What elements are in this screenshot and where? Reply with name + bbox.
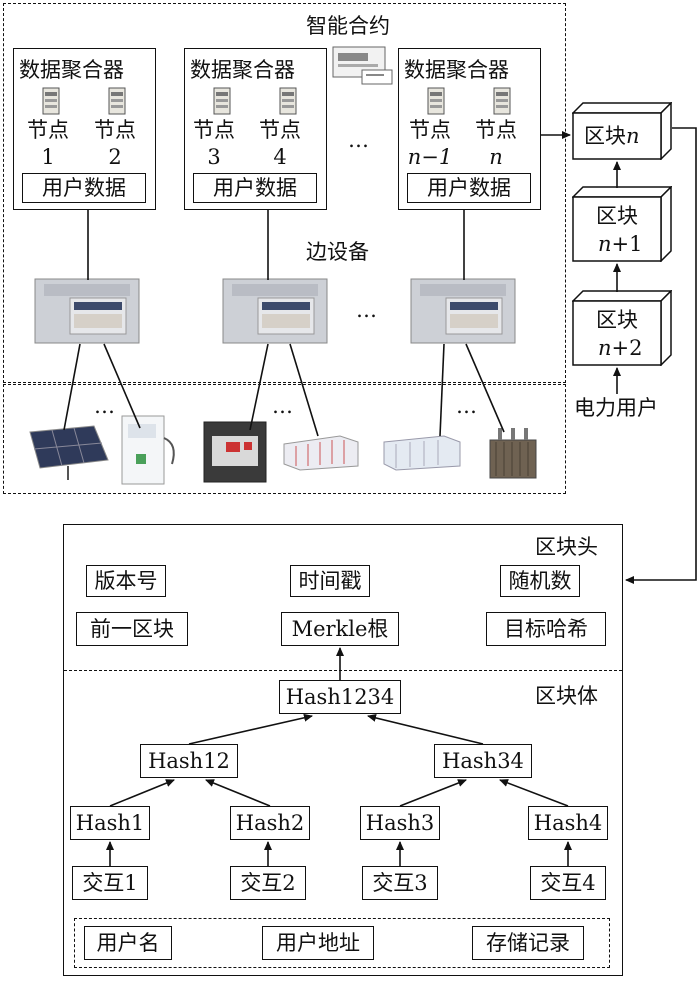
interaction-3: 交互3 <box>362 866 438 900</box>
hash-12: Hash12 <box>140 744 238 778</box>
solar-panel-icon <box>22 422 112 482</box>
node-label: 节点 <box>94 118 136 142</box>
power-user-label: 电力用户 <box>574 396 658 420</box>
smart-contract-region <box>3 3 566 383</box>
transformer-icon <box>484 426 542 482</box>
block-n: 区块n <box>572 102 672 160</box>
charging-pile-icon <box>118 414 182 486</box>
node-label: 节点 <box>27 118 69 142</box>
aggregator-2: 数据聚合器 节点 节点 3 4 用户数据 <box>184 48 327 210</box>
server-icon <box>106 86 128 116</box>
server-icon <box>425 86 447 116</box>
ellipsis: … <box>272 394 293 418</box>
block-body-title: 区块体 <box>535 684 598 708</box>
contract-document-icon <box>332 46 394 86</box>
block-label: 区块 <box>596 204 638 228</box>
record-username: 用户名 <box>84 926 172 960</box>
server-icon <box>40 86 62 116</box>
records-region <box>74 918 610 968</box>
server-icon <box>491 86 513 116</box>
node-number: 4 <box>273 145 287 169</box>
node-number: 3 <box>207 145 221 169</box>
circuit-breaker-icon <box>202 420 268 484</box>
server-icon <box>211 86 233 116</box>
hash-root: Hash1234 <box>279 680 401 714</box>
node-number: 2 <box>108 145 122 169</box>
node-label: 节点 <box>409 118 451 142</box>
header-field-timestamp: 时间戳 <box>290 565 370 597</box>
energy-storage-container-icon <box>382 432 462 472</box>
node-label: 节点 <box>193 118 235 142</box>
node-number: 1 <box>41 145 55 169</box>
block-suffix: +1 <box>611 232 643 256</box>
smart-contract-label: 智能合约 <box>306 14 390 38</box>
edge-cabinet-1 <box>34 278 140 344</box>
user-data-box: 用户数据 <box>22 173 146 203</box>
aggregator-1: 数据聚合器 节点 节点 1 2 用户数据 <box>13 48 156 210</box>
block-var: n <box>598 336 612 360</box>
hash-leaf-4: Hash4 <box>528 806 608 840</box>
block-n-plus-2: 区块 n+2 <box>572 290 672 366</box>
block-suffix: +2 <box>611 336 643 360</box>
hash-leaf-3: Hash3 <box>360 806 440 840</box>
header-field-target-hash: 目标哈希 <box>486 612 606 646</box>
server-icon <box>277 86 299 116</box>
user-data-label: 用户数据 <box>42 175 126 200</box>
block-header-title: 区块头 <box>535 535 598 559</box>
record-user-address: 用户地址 <box>262 926 374 960</box>
interaction-1: 交互1 <box>72 866 148 900</box>
hash-34: Hash34 <box>434 744 532 778</box>
header-field-version: 版本号 <box>86 565 166 597</box>
hash-leaf-2: Hash2 <box>230 806 310 840</box>
aggregator-title: 数据聚合器 <box>404 58 509 82</box>
block-n-plus-1: 区块 n+1 <box>572 186 672 262</box>
ellipsis: … <box>356 298 377 322</box>
hash-leaf-1: Hash1 <box>70 806 150 840</box>
interaction-2: 交互2 <box>230 866 306 900</box>
ellipsis: … <box>348 128 369 152</box>
header-field-nonce: 随机数 <box>500 565 580 597</box>
aggregator-title: 数据聚合器 <box>190 58 295 82</box>
device-region <box>3 384 566 494</box>
edge-device-label: 边设备 <box>306 240 369 264</box>
node-number: n <box>489 145 503 169</box>
ellipsis: … <box>456 394 477 418</box>
header-field-merkle-root: Merkle根 <box>281 612 399 646</box>
user-data-label: 用户数据 <box>427 175 511 200</box>
interaction-4: 交互4 <box>530 866 606 900</box>
user-data-box: 用户数据 <box>193 173 317 203</box>
block-label: 区块 <box>596 308 638 332</box>
block-label: 区块 <box>584 124 626 148</box>
record-storage: 存储记录 <box>472 926 584 960</box>
node-number: n−1 <box>407 145 453 169</box>
block-var: n <box>626 124 640 148</box>
battery-storage-icon <box>280 432 360 472</box>
user-data-box: 用户数据 <box>407 173 531 203</box>
aggregator-title: 数据聚合器 <box>19 58 124 82</box>
header-body-divider <box>64 670 622 671</box>
header-field-prev-block: 前一区块 <box>76 612 188 646</box>
user-data-label: 用户数据 <box>213 175 297 200</box>
edge-cabinet-2 <box>222 278 328 344</box>
node-label: 节点 <box>475 118 517 142</box>
node-label: 节点 <box>259 118 301 142</box>
block-var: n <box>598 232 612 256</box>
edge-cabinet-3 <box>410 278 516 344</box>
ellipsis: … <box>94 394 115 418</box>
aggregator-3: 数据聚合器 节点 节点 n−1 n 用户数据 <box>398 48 541 210</box>
